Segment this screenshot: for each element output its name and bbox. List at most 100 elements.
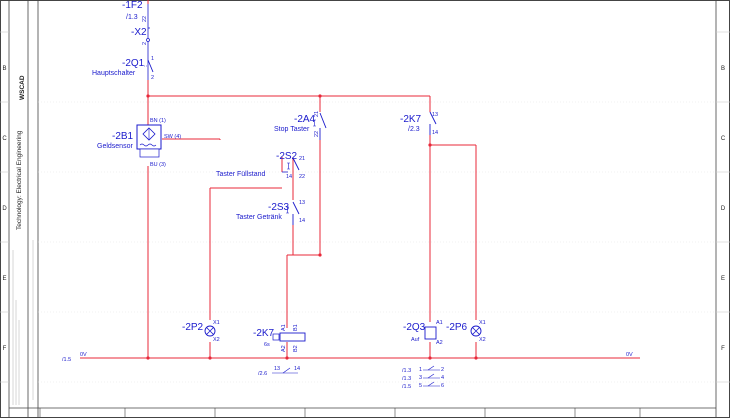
- main-switch-q1[interactable]: -2Q1 Hauptschalter 1 2: [92, 56, 154, 81]
- k7-cross-reference: /2.6 13 14: [258, 366, 300, 377]
- a4-desc: Stop Taster: [274, 126, 310, 133]
- row-label: D: [721, 206, 726, 212]
- q3-xref-pin: 3: [419, 375, 422, 381]
- k7-xref-pin1: 13: [274, 366, 280, 372]
- s2-pin3: 14: [286, 174, 292, 180]
- b1-bn: BN (1): [150, 118, 166, 124]
- q3-xref-pin: 1: [419, 367, 422, 373]
- sensor-box: [136, 124, 162, 150]
- rail-label-right: 0V: [626, 352, 633, 358]
- b1-bu: BU (3): [150, 162, 166, 168]
- s2-desc: Taster Füllstand: [216, 171, 266, 178]
- s2-pin2: 22: [299, 174, 305, 180]
- rail-ref: /1.5: [62, 357, 71, 363]
- wiring: [80, 0, 640, 359]
- zero-volt-rail: /1.5 0V 0V: [62, 94, 633, 363]
- k7-coil-pin3: B1: [293, 324, 299, 331]
- q3-pin1: A1: [436, 320, 443, 326]
- fuse-f2[interactable]: -1F2 /1.3 22: [122, 0, 148, 22]
- row-label: B: [2, 66, 6, 72]
- q3-xref-pin: 2: [441, 367, 444, 373]
- f2-tag: -1F2: [122, 0, 143, 11]
- switch-contact-icon: [147, 59, 154, 73]
- legal-notice: [12, 240, 34, 405]
- row-label: E: [721, 276, 725, 282]
- nc-contact-icon: [319, 112, 327, 129]
- coil-icon: [279, 332, 306, 342]
- k7-coil-pin2: A2: [281, 345, 287, 352]
- changeover-contact-icon: [292, 157, 300, 171]
- k7-coil-tag: -2K7: [253, 328, 275, 339]
- q3-pin2: A2: [436, 340, 443, 346]
- x2-tag: -X2: [131, 27, 147, 38]
- row-label: C: [2, 136, 7, 142]
- level-button-s2[interactable]: -2S2 Taster Füllstand 21 22 14: [216, 151, 305, 180]
- sensor-wave-icon: [139, 143, 157, 147]
- k7-coil-time: 6s: [264, 342, 270, 348]
- p2-tag: -2P2: [182, 322, 204, 333]
- lamp-p6[interactable]: -2P6 X1 X2: [446, 320, 486, 343]
- q3-desc: Auf: [411, 337, 420, 343]
- s3-tag: -2S3: [268, 202, 290, 213]
- s3-pin1: 13: [299, 200, 305, 206]
- sensor-b1[interactable]: -2B1 Geldsensor BN (1) SW (4) BU (3): [97, 118, 181, 168]
- row-label: C: [721, 136, 726, 142]
- q1-pin2: 2: [151, 75, 154, 81]
- q3-xref-pin: 6: [441, 383, 444, 389]
- q1-tag: -2Q1: [122, 58, 145, 69]
- q3-cross-reference: /1.3 1 2 /1.3 3 4 /1.5 5 6: [402, 365, 444, 390]
- row-label: E: [2, 276, 6, 282]
- technology-label: Technology: Electrical Engineering: [16, 130, 23, 230]
- k7-coil-pin4: B2: [293, 345, 299, 352]
- q3-xref-ref: /1.5: [402, 384, 411, 390]
- p6-pin2: X2: [479, 337, 486, 343]
- k7-xref-ref: /2.6: [258, 371, 267, 377]
- q3-xref-ref: /1.3: [402, 368, 411, 374]
- a4-tag: -2A4: [294, 114, 316, 125]
- k7-top-pin2: 14: [432, 130, 438, 136]
- contactor-q3-coil[interactable]: -2Q3 A1 A2 Auf: [403, 320, 443, 346]
- s3-pin2: 14: [299, 218, 305, 224]
- s2-tag: -2S2: [276, 151, 298, 162]
- lamp-p2[interactable]: -2P2 X1 X2: [182, 320, 220, 343]
- contactor-k7-contact[interactable]: -2K7 /2.3 13 14: [400, 111, 438, 136]
- no-contact-icon: [429, 111, 437, 125]
- q1-pin1: 1: [151, 56, 154, 62]
- row-label: F: [721, 346, 725, 352]
- contactor-k7-coil[interactable]: -2K7 A1 A2 B1 B2 6s: [253, 324, 306, 352]
- p2-pin1: X1: [213, 320, 220, 326]
- k7-top-pin1: 13: [432, 112, 438, 118]
- s3-desc: Taster Getränk: [236, 214, 282, 221]
- row-label: B: [721, 66, 725, 72]
- b1-tag: -2B1: [112, 131, 134, 142]
- q1-desc: Hauptschalter: [92, 70, 136, 77]
- f2-pin: 22: [142, 16, 148, 22]
- terminal-icon: [146, 38, 150, 42]
- q3-xref-pin: 5: [419, 383, 422, 389]
- terminal-x2[interactable]: -X2 2: [131, 27, 150, 45]
- k7-top-tag: -2K7: [400, 114, 422, 125]
- p6-tag: -2P6: [446, 322, 468, 333]
- row-label: D: [2, 206, 7, 212]
- a4-pin1: 21: [314, 111, 320, 117]
- x2-pin: 2: [142, 42, 148, 45]
- row-labels-right: B C D E F: [721, 66, 726, 352]
- no-contact-icon: [292, 201, 300, 215]
- p6-pin1: X1: [479, 320, 486, 326]
- rail-label-left: 0V: [80, 352, 87, 358]
- b1-sw: SW (4): [164, 134, 181, 140]
- q3-tag: -2Q3: [403, 322, 426, 333]
- drink-button-s3[interactable]: -2S3 Taster Getränk 13 14: [236, 200, 305, 225]
- k7-xref-pin2: 14: [294, 366, 300, 372]
- coil-icon: [424, 326, 437, 340]
- k7-top-ref: /2.3: [408, 126, 420, 133]
- b1-desc: Geldsensor: [97, 143, 133, 150]
- q3-xref-pin: 4: [441, 375, 444, 381]
- stop-button-a4[interactable]: -2A4 Stop Taster 21 22: [274, 111, 327, 140]
- row-labels-left: B C D E F: [2, 66, 7, 352]
- f2-ref: /1.3: [126, 14, 138, 21]
- s2-pin1: 21: [299, 156, 305, 162]
- row-label: F: [3, 346, 7, 352]
